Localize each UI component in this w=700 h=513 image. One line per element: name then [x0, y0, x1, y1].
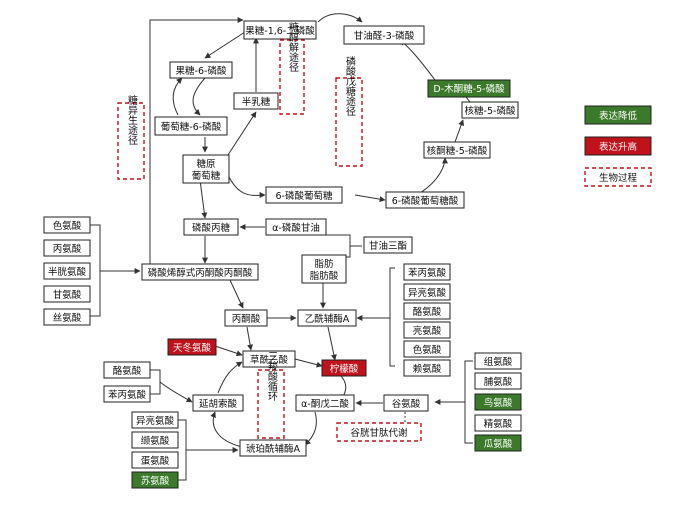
amino-succinyl-stack: 异亮氨酸 缬氨酸 蛋氨酸 苏氨酸: [131, 411, 179, 489]
svg-text:磷酸烯醇式丙酮酸丙酮酸: 磷酸烯醇式丙酮酸丙酮酸: [148, 267, 253, 279]
svg-text:甘油醛-3-磷酸: 甘油醛-3-磷酸: [354, 30, 415, 42]
svg-text:苏氨酸: 苏氨酸: [141, 475, 170, 487]
pathway-glutathione: 谷胱甘肽代谢: [336, 422, 422, 442]
svg-text:α-磷酸甘油: α-磷酸甘油: [272, 222, 320, 234]
svg-text:甘氨酸: 甘氨酸: [53, 289, 82, 301]
node-glutamate: 谷氨酸: [383, 394, 429, 412]
svg-text:琥珀酰辅酶A: 琥珀酰辅酶A: [246, 443, 301, 455]
svg-text:表达降低: 表达降低: [599, 110, 638, 122]
svg-text:异亮氨酸: 异亮氨酸: [136, 415, 175, 427]
node-galactose: 半乳糖: [233, 92, 279, 110]
amino-left-stack: 色氨酸 丙氨酸 半胱氨酸 甘氨酸 丝氨酸: [43, 216, 91, 326]
svg-text:6-磷酸葡萄糖: 6-磷酸葡萄糖: [276, 190, 333, 202]
svg-text:生物过程: 生物过程: [599, 172, 638, 184]
svg-text:磷酸丙糖: 磷酸丙糖: [192, 222, 231, 234]
svg-text:糖异生途径: 糖异生途径: [126, 94, 138, 145]
svg-text:色氨酸: 色氨酸: [53, 220, 82, 232]
svg-text:核糖-5-磷酸: 核糖-5-磷酸: [465, 105, 516, 117]
svg-text:丙氨酸: 丙氨酸: [53, 243, 82, 255]
svg-text:丝氨酸: 丝氨酸: [53, 312, 82, 324]
svg-text:谷氨酸: 谷氨酸: [392, 398, 421, 410]
svg-text:蛋氨酸: 蛋氨酸: [141, 455, 170, 467]
node-fat-fatty-acid: 脂肪 脂肪酸: [301, 254, 347, 284]
svg-text:柠檬酸: 柠檬酸: [330, 363, 359, 375]
svg-text:鸟氨酸: 鸟氨酸: [484, 397, 513, 409]
node-fbp: 果糖-1,6-二磷酸: [243, 20, 317, 40]
legend-process: 生物过程: [584, 167, 652, 187]
legend-down: 表达降低: [584, 105, 652, 125]
svg-text:半乳糖: 半乳糖: [242, 96, 271, 108]
svg-text:缬氨酸: 缬氨酸: [141, 435, 170, 447]
svg-text:半胱氨酸: 半胱氨酸: [48, 266, 87, 278]
node-f6p: 果糖-6-磷酸: [169, 61, 233, 79]
svg-text:赖氨酸: 赖氨酸: [413, 363, 442, 375]
svg-text:组氨酸: 组氨酸: [484, 356, 513, 368]
node-aspartate: 天冬氨酸: [167, 338, 217, 356]
svg-text:脂肪: 脂肪: [314, 258, 334, 270]
svg-text:延胡索酸: 延胡索酸: [199, 398, 238, 410]
svg-text:脂肪酸: 脂肪酸: [310, 270, 339, 282]
node-triglyceride: 甘油三酯: [363, 236, 413, 254]
pathway-tca: 三羧酸循环: [257, 351, 285, 439]
legend: 表达降低 表达升高 生物过程: [584, 105, 652, 187]
amino-fumarate-stack: 酪氨酸 苯丙氨酸: [103, 361, 151, 403]
svg-text:亮氨酸: 亮氨酸: [413, 325, 442, 337]
svg-text:糖醇解途径: 糖醇解途径: [287, 21, 299, 72]
svg-text:苯丙氨酸: 苯丙氨酸: [408, 267, 447, 279]
svg-text:三羧酸循环: 三羧酸循环: [266, 351, 278, 402]
svg-text:瓜氨酸: 瓜氨酸: [484, 438, 513, 450]
node-ru5p: 核酮糖-5-磷酸: [423, 141, 491, 159]
node-r5p: 核糖-5-磷酸: [461, 101, 519, 119]
pathway-sugar-alcohol: 糖醇解途径: [279, 21, 305, 115]
svg-text:乙酰辅酶A: 乙酰辅酶A: [305, 313, 350, 325]
svg-text:脯氨酸: 脯氨酸: [484, 376, 513, 388]
amino-acetyl-stack: 苯丙氨酸 异亮氨酸 酪氨酸 亮氨酸 色氨酸 赖氨酸: [403, 263, 451, 377]
svg-text:表达升高: 表达升高: [599, 141, 637, 153]
pathway-pentose: 磷酸戊糖途径: [335, 55, 363, 167]
node-g3p: 甘油醛-3-磷酸: [343, 25, 425, 45]
node-oxaloacetate: 草酰乙酸: [242, 350, 296, 368]
svg-text:色氨酸: 色氨酸: [413, 344, 442, 356]
svg-text:甘油三酯: 甘油三酯: [369, 240, 408, 252]
svg-text:葡萄糖: 葡萄糖: [192, 170, 221, 182]
node-pep: 磷酸烯醇式丙酮酸丙酮酸: [141, 263, 259, 281]
svg-text:糖原: 糖原: [196, 158, 215, 170]
svg-text:精氨酸: 精氨酸: [484, 418, 513, 430]
svg-text:异亮氨酸: 异亮氨酸: [408, 287, 447, 299]
pathway-gluconeogenesis: 糖异生途径: [117, 94, 145, 180]
svg-text:果糖-6-磷酸: 果糖-6-磷酸: [176, 65, 227, 77]
connectors: [90, 13, 473, 481]
node-glycogen-glucose: 糖原 葡萄糖: [182, 154, 230, 184]
svg-text:核酮糖-5-磷酸: 核酮糖-5-磷酸: [427, 145, 488, 157]
amino-glutamate-stack: 组氨酸 脯氨酸 鸟氨酸 精氨酸 瓜氨酸: [474, 352, 522, 452]
node-alpha-glycerol: α-磷酸甘油: [265, 218, 327, 236]
svg-text:天冬氨酸: 天冬氨酸: [173, 342, 212, 354]
svg-text:丙酮酸: 丙酮酸: [232, 313, 261, 325]
node-xu5p: D-木酮糖-5-磷酸: [427, 79, 511, 98]
svg-text:磷酸戊糖途径: 磷酸戊糖途径: [344, 55, 356, 116]
svg-text:葡萄糖-6-磷酸: 葡萄糖-6-磷酸: [161, 121, 222, 133]
svg-text:果糖-1,6-二磷酸: 果糖-1,6-二磷酸: [245, 25, 315, 37]
svg-text:酪氨酸: 酪氨酸: [413, 306, 442, 318]
legend-up: 表达升高: [584, 136, 652, 156]
node-triose: 磷酸丙糖: [183, 218, 239, 236]
node-fumarate: 延胡索酸: [192, 394, 244, 412]
svg-text:α-酮戊二酸: α-酮戊二酸: [301, 398, 349, 410]
node-6pgl: 6-磷酸葡萄糖酸: [385, 191, 465, 209]
node-succinyl-coa: 琥珀酰辅酶A: [239, 439, 307, 457]
node-6pg: 6-磷酸葡萄糖: [265, 186, 343, 204]
node-g6p: 葡萄糖-6-磷酸: [154, 116, 228, 136]
svg-text:D-木酮糖-5-磷酸: D-木酮糖-5-磷酸: [433, 83, 505, 95]
node-citrate: 柠檬酸: [321, 359, 367, 377]
node-acetyl-coa: 乙酰辅酶A: [297, 309, 357, 327]
svg-text:6-磷酸葡萄糖酸: 6-磷酸葡萄糖酸: [392, 195, 459, 207]
svg-text:草酰乙酸: 草酰乙酸: [250, 354, 289, 366]
svg-text:苯丙氨酸: 苯丙氨酸: [108, 389, 147, 401]
node-pyruvate: 丙酮酸: [224, 309, 268, 327]
svg-text:谷胱甘肽代谢: 谷胱甘肽代谢: [350, 427, 408, 439]
svg-text:酪氨酸: 酪氨酸: [113, 365, 142, 377]
node-akg: α-酮戊二酸: [295, 394, 355, 412]
